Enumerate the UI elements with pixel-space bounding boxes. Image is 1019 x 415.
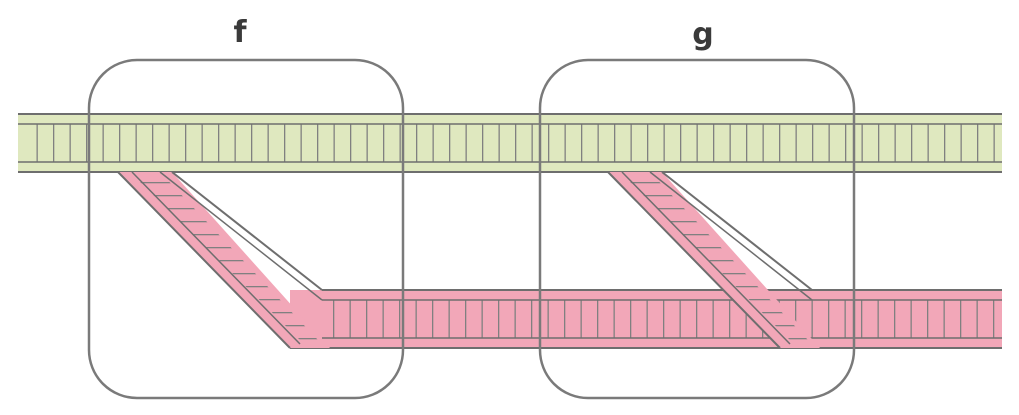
crossover-f-rail-inner-left bbox=[131, 171, 301, 345]
label-f: f bbox=[233, 15, 247, 50]
label-g: g bbox=[692, 17, 713, 52]
box-f bbox=[87, 58, 405, 400]
lower-track-ties bbox=[333, 300, 1002, 338]
crossover-g-rail-outer-left bbox=[607, 171, 781, 349]
crossover-g-rail-outer-right bbox=[661, 171, 813, 291]
crossover-g-rail-inner-right bbox=[649, 171, 813, 301]
upper-track bbox=[18, 113, 1002, 173]
crossover-g-rail-inner-left bbox=[621, 171, 791, 345]
crossover-f-rail-inner-right bbox=[159, 171, 323, 301]
box-g bbox=[538, 58, 856, 400]
crossover-f-rail-outer-left bbox=[117, 171, 291, 349]
crossover-f-rail-outer-right bbox=[171, 171, 323, 291]
lower-track bbox=[290, 289, 1002, 349]
upper-track-ties bbox=[22, 124, 1002, 162]
